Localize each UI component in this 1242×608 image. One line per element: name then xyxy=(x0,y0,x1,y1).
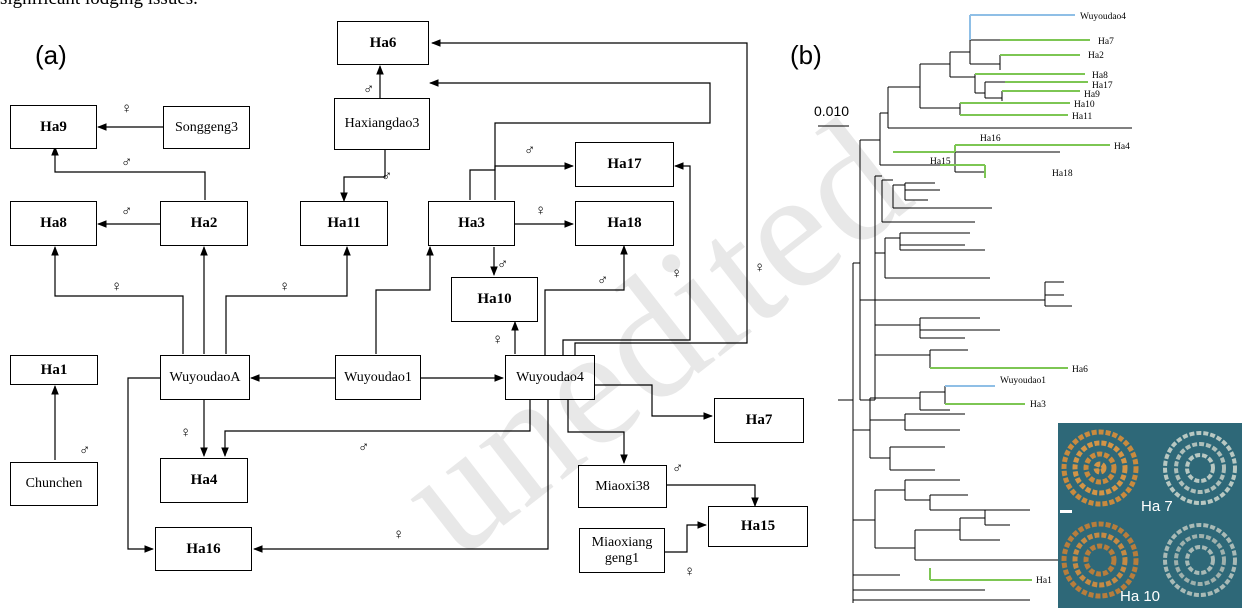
branch-ha1 xyxy=(930,568,1032,580)
tree-root xyxy=(838,263,853,603)
tip-label-wuyoudao4: Wuyoudao4 xyxy=(1080,12,1126,22)
tip-label-ha7: Ha7 xyxy=(1098,37,1114,47)
tip-label-ha6: Ha6 xyxy=(1072,365,1088,375)
tip-label-ha15: Ha15 xyxy=(930,157,951,167)
tip-label-ha1: Ha1 xyxy=(1036,576,1052,586)
tip-label-ha11: Ha11 xyxy=(1072,112,1092,122)
tip-label-ha9: Ha9 xyxy=(1084,90,1100,100)
tip-label-ha8: Ha8 xyxy=(1092,71,1108,81)
branches-ha16-ha4-ha15 xyxy=(893,145,1110,178)
photo-label-ha10: Ha 10 xyxy=(1120,588,1160,605)
tip-label-ha16: Ha16 xyxy=(980,134,1001,144)
tip-label-wuyoudao1: Wuyoudao1 xyxy=(1000,376,1046,386)
branches-ha8-ha11 xyxy=(960,74,1088,115)
tip-label-ha18: Ha18 xyxy=(1052,169,1073,179)
tip-label-ha10: Ha10 xyxy=(1074,100,1095,110)
seed-photo: Ha 7 Ha 10 xyxy=(1058,423,1242,608)
tip-label-ha4: Ha4 xyxy=(1114,142,1130,152)
tip-label-ha3: Ha3 xyxy=(1030,400,1046,410)
branches-ha7-ha2 xyxy=(1000,40,1090,55)
seed-rings xyxy=(1058,423,1242,608)
tip-label-ha2: Ha2 xyxy=(1088,51,1104,61)
branch-wuyoudao4 xyxy=(970,15,1075,40)
photo-label-ha7: Ha 7 xyxy=(1141,498,1173,515)
